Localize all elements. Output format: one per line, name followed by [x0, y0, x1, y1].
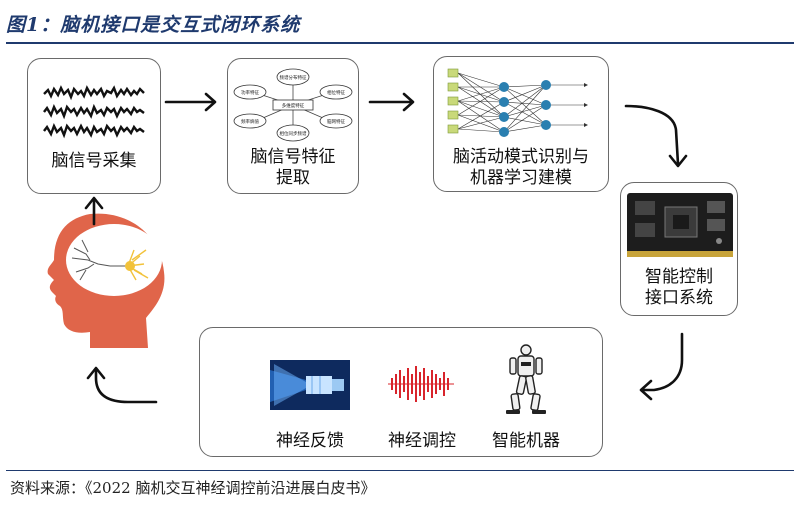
- box-control-interface: 智能控制 接口系统: [620, 182, 738, 316]
- box-pattern-recognition: 脑活动模式识别与 机器学习建模: [433, 56, 609, 192]
- node-left-bottom: 频率熵值: [241, 118, 259, 125]
- source-divider: [6, 470, 794, 471]
- box-signal-acquisition: 脑信号采集: [27, 58, 161, 194]
- neural-network-icon: [447, 68, 588, 137]
- box-label-feature-2: 提取: [276, 168, 310, 188]
- output-label-machine: 智能机器: [492, 431, 560, 451]
- eeg-waves-icon: [43, 85, 145, 139]
- box-label-control-2: 接口系统: [645, 288, 713, 308]
- output-label-feedback: 神经反馈: [276, 431, 344, 451]
- output-label-modulation: 神经调控: [388, 431, 456, 451]
- node-top: 频谱分布特征: [280, 74, 307, 81]
- robot-exoskeleton-icon: [506, 344, 546, 414]
- box-label-feature-1: 脑信号特征: [250, 147, 336, 167]
- source-note: 资料来源：《2022 脑机交互神经调控前沿进展白皮书》: [10, 479, 376, 497]
- node-bottom: 相位同步频谱: [280, 130, 307, 137]
- title-divider: [6, 42, 794, 44]
- node-left-top: 功率特征: [241, 89, 259, 96]
- neuro-feedback-icon: [270, 360, 350, 410]
- node-right-bottom: 脑网特征: [327, 118, 345, 125]
- neuro-modulation-wave-icon: [388, 366, 454, 402]
- box-label-recognition-1: 脑活动模式识别与: [453, 147, 589, 167]
- box-feature-extraction: 频谱分布特征 功率特征 相位特征 多维度特征 频率熵值 脑网特征 相位同步频谱 …: [227, 58, 359, 194]
- human-head-icon: [47, 213, 165, 348]
- box-label-control-1: 智能控制: [645, 267, 713, 287]
- figure-title: 图1：脑机接口是交互式闭环系统: [6, 14, 301, 36]
- chip-board-icon: [627, 193, 733, 257]
- node-right-top: 相位特征: [327, 89, 345, 96]
- feature-mindmap-icon: 频谱分布特征 功率特征 相位特征 多维度特征 频率熵值 脑网特征 相位同步频谱: [233, 68, 353, 142]
- box-label-recognition-2: 机器学习建模: [470, 168, 572, 188]
- box-outputs: 神经反馈 神经调控 智能机器: [199, 327, 603, 457]
- box-label-acquisition: 脑信号采集: [51, 151, 137, 171]
- node-center: 多维度特征: [282, 102, 305, 109]
